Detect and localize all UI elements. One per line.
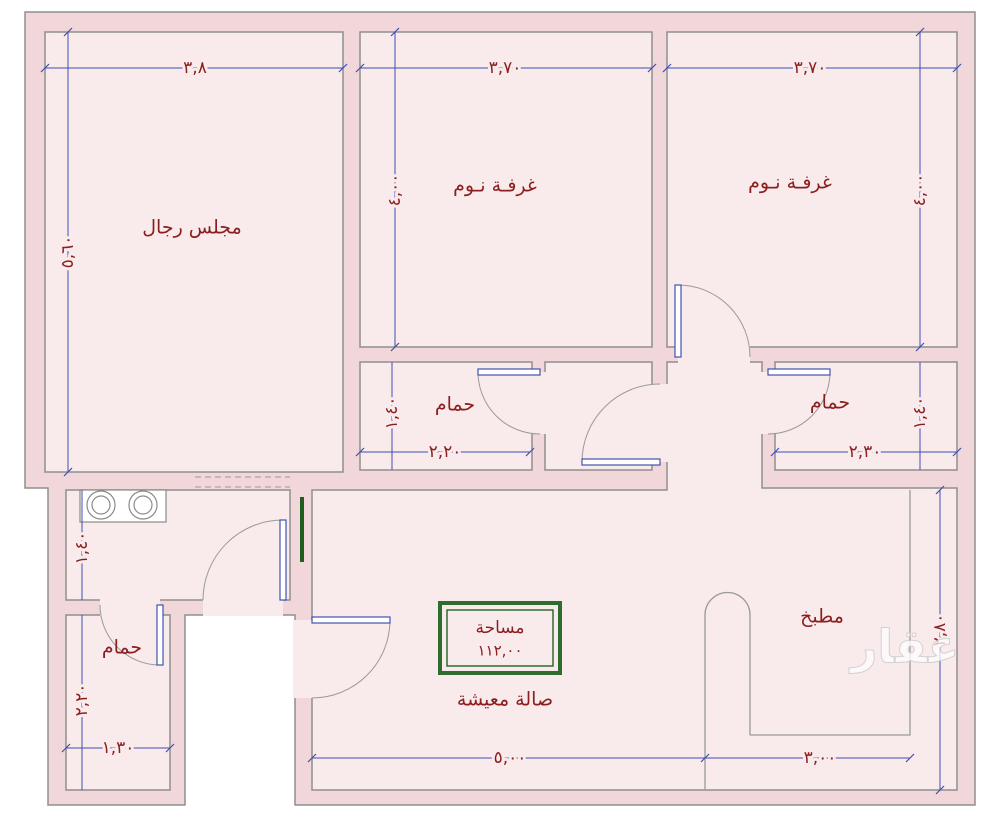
watermark-logo: عقار [849, 620, 959, 674]
dim-bedroom-2-length: ٤,٠٠ [910, 174, 930, 207]
door-storage [581, 383, 661, 466]
opening-bedroom-2 [678, 345, 750, 364]
opening-bathroom-1 [530, 372, 547, 434]
opening-bathroom-2 [760, 372, 777, 434]
dim-kitchen-length: ٢,٨٠ [930, 614, 950, 647]
label-bedroom-2: غرفـة نـوم [748, 172, 832, 194]
label-bathroom-3: حمام [102, 637, 142, 659]
room-storage [544, 361, 653, 471]
opening-storage [650, 384, 669, 462]
label-bedroom-1: غرفـة نـوم [453, 175, 537, 197]
wall-opening-hatch [195, 476, 290, 488]
door-bedroom-2 [674, 284, 751, 358]
room-bedroom-1 [359, 31, 653, 348]
opening-living [293, 620, 314, 698]
label-living: صالة معيشة [457, 689, 553, 711]
dim-bathroom-1-length: ١,٤٠ [382, 397, 402, 430]
dim-bathroom-3-width: ١,٣٠ [102, 738, 135, 758]
dim-bathroom-1-width: ٢,٢٠ [429, 442, 462, 462]
label-kitchen: مطبخ [800, 606, 844, 628]
door-bathroom-2 [767, 368, 831, 435]
dim-bathroom-2-width: ٢,٣٠ [849, 442, 882, 462]
door-entrance [202, 519, 287, 601]
opening-bathroom-3 [100, 598, 160, 617]
door-living [311, 616, 391, 699]
area-label: مساحة [475, 618, 524, 638]
dim-living-width: ٥,٠٠ [494, 748, 527, 768]
dimension-lines [40, 27, 962, 795]
door-bathroom-1 [477, 368, 541, 435]
dim-bathroom-2-length: ١,٤٠ [910, 397, 930, 430]
room-bedroom-2 [666, 31, 958, 348]
label-bathroom-2: حمام [810, 392, 850, 414]
label-bathroom-1: حمام [435, 394, 475, 416]
door-bathroom-3 [99, 604, 164, 666]
dim-kitchen-width: ٣,٠٠ [804, 748, 837, 768]
room-majlis [44, 31, 344, 473]
room-bathroom-3 [65, 614, 171, 791]
washing-machines [79, 489, 167, 523]
opening-entrance [203, 598, 283, 616]
dim-bathroom-3-length: ٢,٢٠ [72, 684, 92, 717]
dim-bedroom-2-width: ٣,٧٠ [794, 58, 827, 78]
area-box: مساحة ١١٢,٠٠ [438, 601, 562, 675]
dim-bedroom-1-length: ٤,٠٠ [385, 174, 405, 207]
label-majlis: مجلس رجال [142, 217, 242, 239]
dim-majlis-length: ٥,٦٠ [58, 236, 78, 269]
dim-bedroom-1-width: ٣,٧٠ [489, 58, 522, 78]
kitchen-counter [704, 490, 911, 790]
dim-majlis-width: ٣,٨ [183, 58, 207, 78]
dim-anteroom-length: ١,٤٠ [72, 532, 92, 565]
area-value: ١١٢,٠٠ [477, 642, 522, 660]
